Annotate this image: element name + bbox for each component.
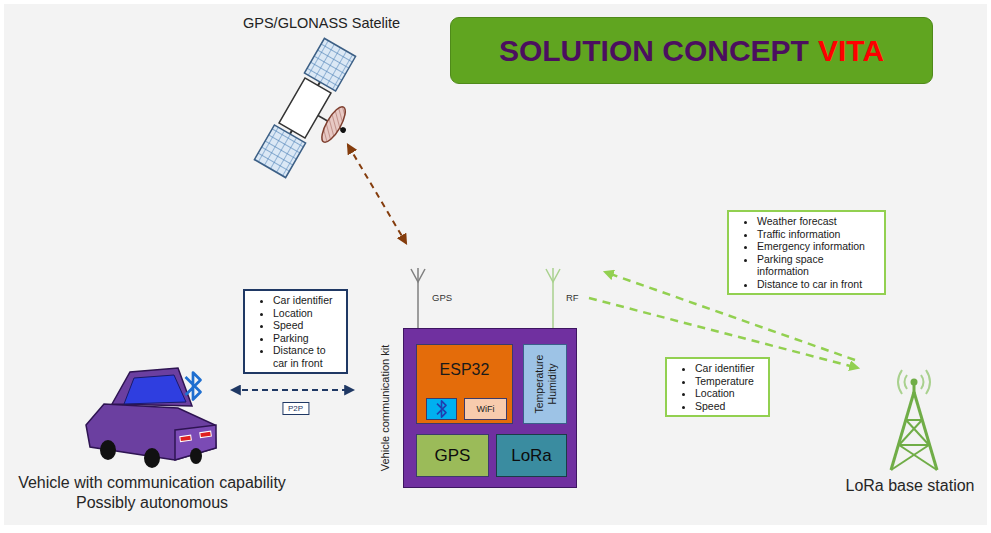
esp32-module: ESP32WiFi (416, 344, 513, 424)
satellite-node: GPS/GLONASS Satelite (240, 10, 410, 145)
list-item: Location (695, 387, 760, 400)
communication-kit: Vehicle communication kitESP32WiFi Tempe… (403, 328, 577, 488)
bluetooth-module-icon (437, 401, 446, 417)
background-panel (4, 4, 987, 525)
node-text: SOLUTION CONCEPT (499, 34, 809, 68)
node-text: Temperature Humidity (533, 346, 558, 422)
vehicle-node: Vehicle with communication capability Po… (12, 358, 292, 515)
sensor-module: Temperature Humidity (523, 344, 567, 424)
title-banner: SOLUTION CONCEPT VITA (450, 17, 933, 84)
rf-antenna (546, 268, 560, 328)
lora-tower-illustration (921, 375, 924, 389)
lora-tower-illustration (898, 370, 902, 394)
edge-label: P2P (282, 402, 309, 415)
rf-antenna (552, 268, 554, 282)
lora-tower-illustration (899, 445, 937, 470)
dashed-connector (348, 145, 406, 243)
node-text: LoRa base station (835, 476, 985, 495)
car-illustration (86, 368, 216, 468)
wifi-module: WiFi (464, 398, 507, 420)
base-station-node: LoRa base station (835, 358, 985, 503)
node-text: WiFi (477, 404, 495, 415)
antenna-label: GPS (432, 292, 452, 303)
lora-tower-illustration (891, 370, 937, 470)
node-text: GPS/GLONASS Satelite (243, 15, 400, 32)
car-illustration (112, 368, 192, 406)
list-item: Speed (273, 319, 338, 332)
uplink-info-box: Car identifierTemperatureLocationSpeed (665, 357, 770, 417)
bluetooth-symbol (186, 373, 201, 400)
satellite-illustration (339, 126, 347, 134)
bluetooth-module-icon (437, 401, 446, 417)
list-item: Parking space information (757, 253, 876, 278)
satellite-illustration (318, 104, 350, 146)
node-text: LoRa (511, 446, 552, 466)
gps-antenna (417, 268, 419, 282)
rf-antenna (552, 280, 554, 328)
dashed-connector (232, 389, 353, 391)
node-text: GPS (435, 446, 471, 466)
car-illustration (124, 375, 186, 404)
list-item: Car identifier (695, 362, 760, 375)
node-text: Vehicle with communication capability Po… (12, 473, 292, 513)
bullet-list: Car identifierLocationSpeedParkingDistan… (245, 291, 346, 372)
lora-tower-illustration (899, 444, 929, 446)
bullet-list: Car identifierTemperatureLocationSpeed (667, 359, 768, 415)
antenna-label: RF (566, 292, 579, 303)
list-item: Weather forecast (757, 215, 876, 228)
gps-antenna (417, 280, 419, 328)
car-illustration (180, 435, 192, 441)
downlink-info-box: Weather forecastTraffic informationEmerg… (727, 210, 886, 295)
bluetooth-module-icon (426, 398, 457, 420)
gps-module: GPS (416, 434, 489, 477)
car-illustration (190, 448, 202, 464)
rf-antenna (546, 269, 560, 282)
lora-tower-illustration (911, 379, 918, 386)
car-illustration (200, 431, 212, 437)
list-item: Distance to car in front (757, 278, 876, 291)
lora-module: LoRa (496, 434, 567, 477)
lora-tower-illustration (905, 375, 908, 389)
list-item: Traffic information (757, 228, 876, 241)
node-text: VITA (818, 34, 884, 68)
vehicle-data-box: Car identifierLocationSpeedParkingDistan… (243, 289, 348, 374)
list-item: Car identifier (273, 294, 338, 307)
list-item: Speed (695, 400, 760, 413)
list-item: Distance to car in front (273, 344, 338, 369)
list-item: Location (273, 307, 338, 320)
lora-tower-illustration (891, 445, 929, 470)
lora-tower-illustration (906, 419, 922, 421)
node-text: Vehicle communication kit (379, 333, 392, 483)
gps-antenna (411, 268, 425, 328)
node-text: ESP32 (417, 345, 512, 380)
bluetooth-module-icon (427, 399, 457, 420)
lora-tower-illustration (899, 420, 922, 445)
gps-antenna (411, 269, 425, 282)
car-illustration (144, 448, 160, 468)
list-item: Temperature (695, 375, 760, 388)
list-item: Emergency information (757, 240, 876, 253)
bluetooth-symbol (186, 373, 201, 400)
car-illustration (100, 440, 116, 460)
lora-tower-illustration (926, 370, 930, 394)
list-item: Parking (273, 332, 338, 345)
bullet-list: Weather forecastTraffic informationEmerg… (729, 212, 884, 293)
